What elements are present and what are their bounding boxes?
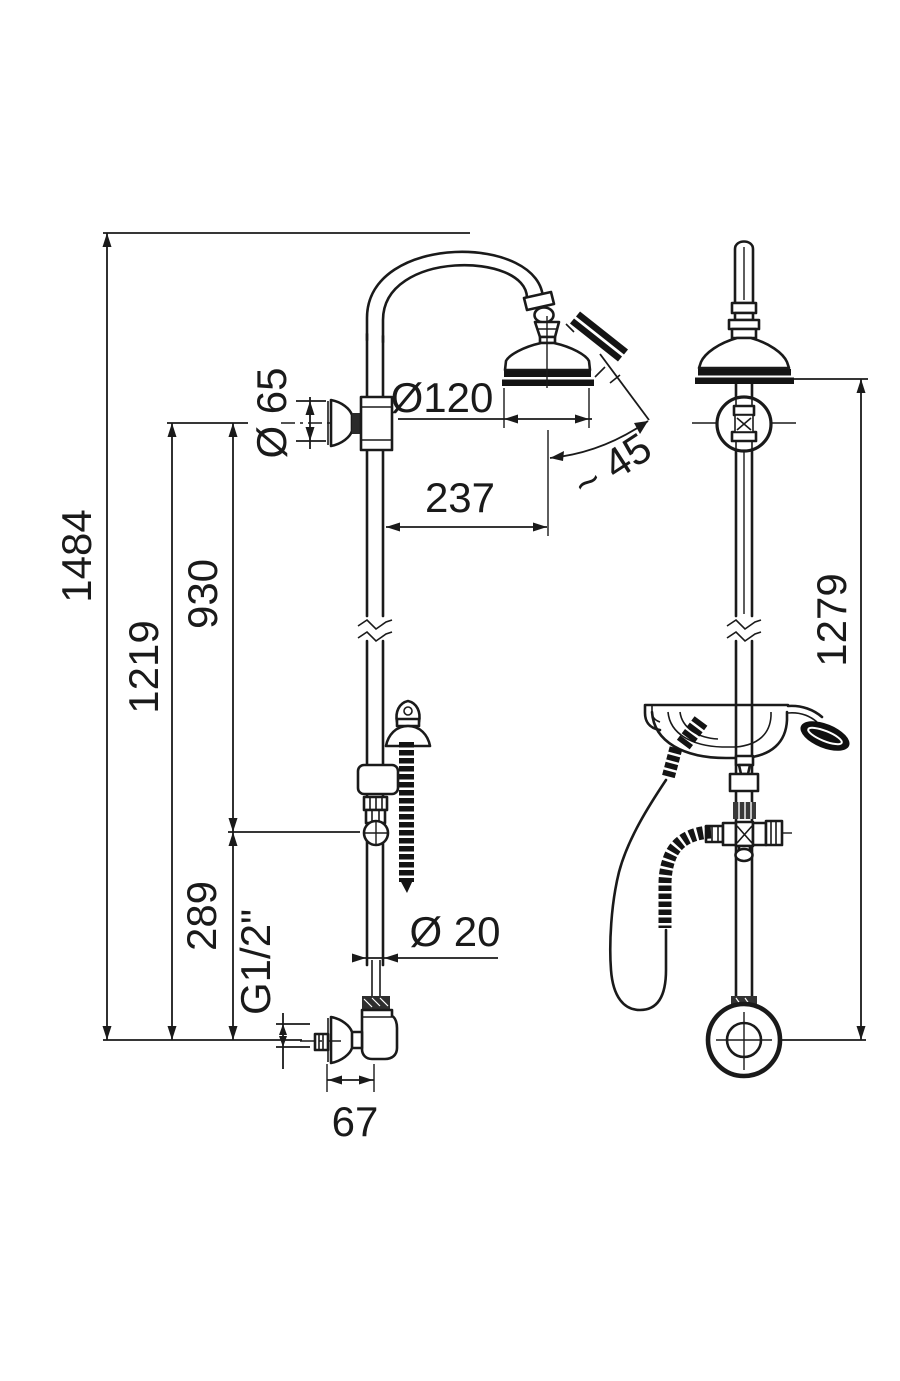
dim-label-column-height: 1219: [120, 620, 167, 713]
shower-hose: [608, 716, 712, 1012]
side-view: [300, 250, 629, 1065]
pipe-break-mark: [726, 630, 762, 643]
valve-rosette: [329, 1015, 354, 1065]
hand-shower-stored: [565, 311, 629, 384]
union-block: [728, 772, 760, 793]
hand-shower-cap: [395, 699, 421, 724]
pipe-break-mark: [726, 618, 762, 631]
shower-holder-bracket: [356, 763, 400, 796]
inlet-valve: [300, 996, 399, 1065]
dim-label-lower-section: 289: [178, 881, 225, 951]
cross-diverter: [704, 819, 792, 863]
riser-pipe-front: [726, 382, 762, 999]
dim-label-connection-thread: G1/2": [232, 909, 279, 1015]
dim-label-flange-diameter: Ø 65: [248, 367, 295, 458]
dim-label-head-angle: ~ 45: [565, 424, 660, 509]
dimension-labels: 1484 1219 930 289 Ø 65 Ø120 237 ~ 45 127…: [53, 367, 855, 1145]
gooseneck-arc: [365, 250, 545, 344]
head-rim-band: [502, 379, 594, 386]
hand-shower-bell: [384, 724, 432, 748]
front-view: [608, 240, 850, 1079]
inlet-front: [705, 996, 783, 1079]
pipe-break-mark: [357, 618, 393, 631]
hand-shower-cradle: [643, 703, 850, 819]
dim-label-pipe-diameter: Ø 20: [409, 908, 500, 955]
dim-label-wall-offset: 67: [332, 1098, 379, 1145]
dim-label-head-projection: 237: [425, 474, 495, 521]
dimension-lines: [102, 232, 868, 1092]
hose-tip: [400, 880, 413, 893]
dim-label-upper-section: 930: [179, 559, 226, 629]
hand-shower-head: [800, 721, 850, 751]
shower-head-front: [695, 240, 794, 384]
dim-label-front-height: 1279: [808, 573, 855, 666]
head-rim-band: [698, 369, 791, 376]
head-connector: [522, 290, 561, 345]
shower-head-side: [502, 316, 594, 388]
hand-shower-handle: [786, 704, 824, 719]
valve-thread: [313, 1032, 330, 1052]
wall-flange-top: [327, 395, 394, 452]
wall-rosette-front: [692, 395, 796, 453]
valve-nut: [362, 996, 390, 1010]
dim-label-overall-height: 1484: [53, 509, 100, 602]
head-rim-band: [695, 377, 794, 384]
hand-shower-on-holder: [356, 699, 432, 893]
valve-body: [360, 1008, 399, 1061]
dim-label-head-diameter: Ø120: [391, 374, 494, 421]
pipe-break-mark: [357, 630, 393, 643]
